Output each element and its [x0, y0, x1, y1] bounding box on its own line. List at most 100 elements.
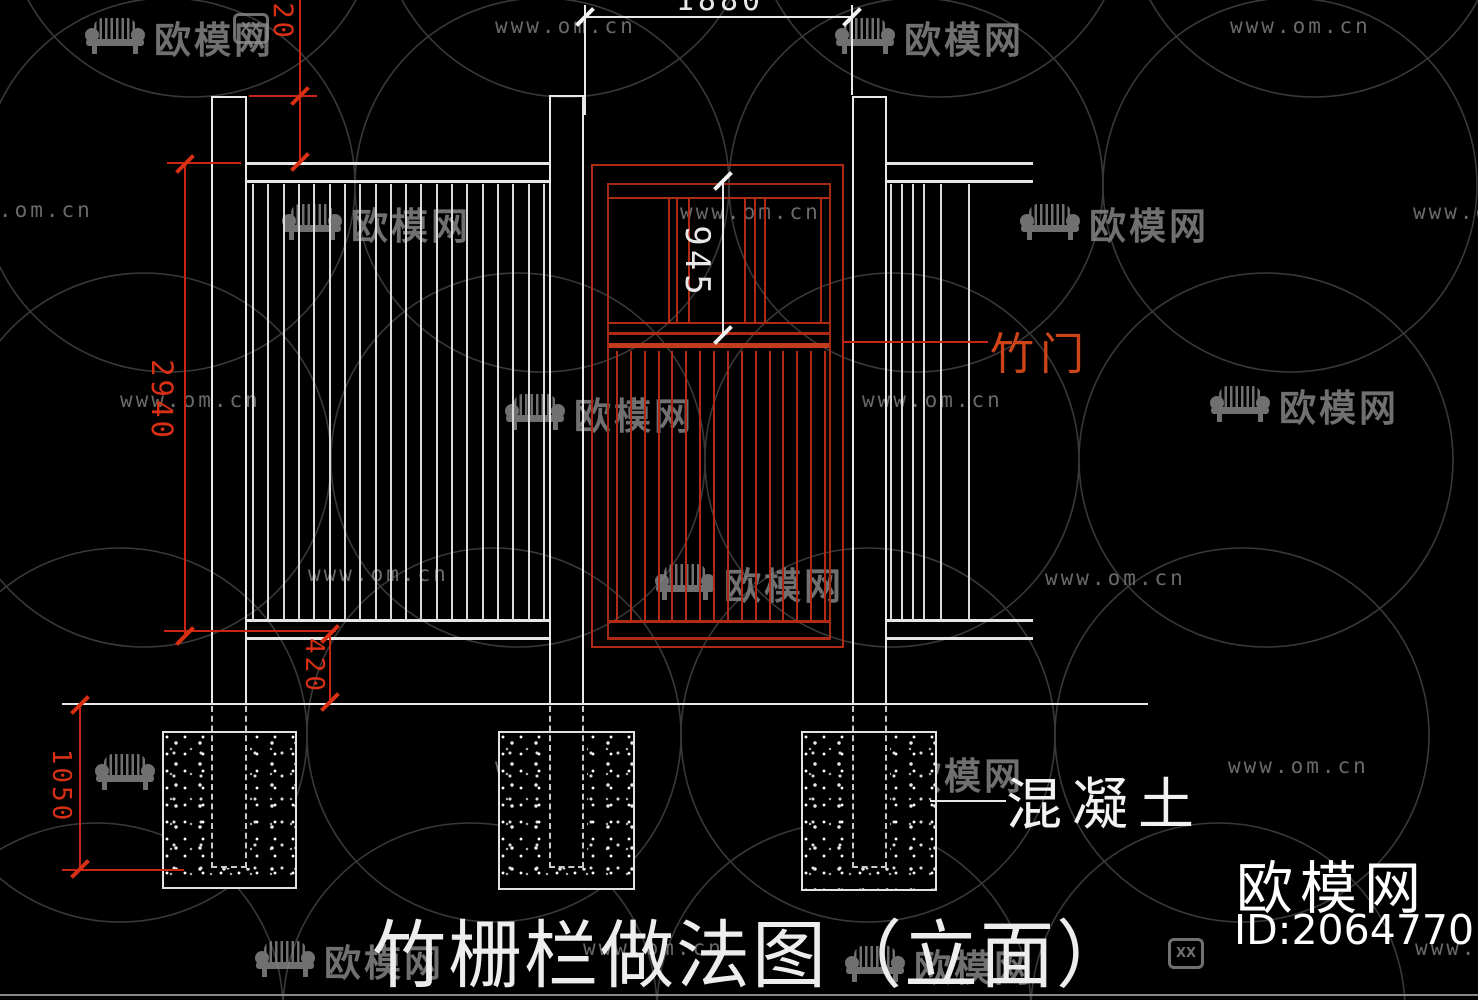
gate-bar — [629, 351, 632, 620]
post-channel — [849, 733, 890, 868]
dim-label-1050: 1050 — [46, 748, 76, 824]
watermark-logo: 欧模网 — [1020, 196, 1209, 250]
watermark-url: www.om.cn — [1228, 754, 1369, 778]
gate-leader-line — [844, 341, 988, 343]
right-panel-top-rail — [887, 162, 1033, 183]
gate-mid-rail-2 — [609, 332, 829, 335]
gate-bar — [744, 198, 746, 322]
image-bottom-edge — [0, 994, 1478, 996]
watermark-circle — [775, 0, 1105, 98]
buried-post-left — [211, 706, 247, 868]
watermark-url: www.om.cn — [680, 200, 821, 224]
gate-bar — [643, 351, 646, 620]
fence-picket — [497, 184, 500, 620]
watermark-tail-icon: XX — [233, 13, 269, 44]
fence-picket — [252, 184, 254, 620]
sofa-icon — [85, 18, 145, 56]
watermark-circle — [1054, 547, 1430, 923]
ground-line — [62, 703, 1148, 705]
post-channel — [546, 733, 587, 868]
watermark-url: www.om.cn — [1045, 566, 1186, 590]
gate-outer-frame — [591, 164, 844, 648]
watermark-logo-text: 欧模网 — [1279, 388, 1399, 429]
fence-picket — [420, 184, 423, 620]
gate-bar — [768, 351, 771, 620]
gate-bar — [616, 351, 618, 620]
right-panel-bottom-rail — [887, 619, 1033, 640]
gate-mid-rail-1 — [609, 322, 829, 324]
gate-bar — [713, 351, 716, 620]
watermark-url: www.om.cn — [1413, 200, 1478, 224]
watermark-url: www.om.cn — [1230, 14, 1371, 38]
fence-picket — [282, 184, 285, 620]
watermark-circle — [0, 822, 284, 1000]
watermark-url: www.om.cn — [1415, 936, 1478, 960]
gate-bar — [668, 198, 670, 322]
drawing-title: 竹栅栏做法图（立面） — [372, 916, 1132, 998]
watermark-circle — [1149, 0, 1478, 98]
watermark-circle — [401, 0, 731, 98]
gate-bottom-rail-1 — [609, 620, 829, 623]
watermark-circle — [1078, 272, 1454, 648]
fence-picket — [359, 184, 362, 620]
gate-bar — [726, 351, 729, 620]
gate-bar — [754, 198, 756, 322]
watermark-circle — [1102, 0, 1478, 373]
fence-picket — [466, 184, 469, 620]
fence-picket — [389, 184, 392, 620]
gate-bar — [671, 351, 674, 620]
gate-bar — [740, 351, 743, 620]
gate-bar — [782, 351, 785, 620]
watermark-logo-text: 欧模网 — [154, 20, 274, 61]
watermark-circle — [282, 822, 658, 1000]
sofa-icon — [845, 946, 905, 984]
left-panel-bottom-rail — [246, 619, 550, 640]
fence-picket — [435, 184, 438, 620]
fence-picket — [267, 184, 270, 620]
watermark-logo-text: 欧模网 — [351, 206, 471, 247]
fence-picket — [901, 184, 903, 620]
watermark-logo: 欧模网 — [845, 938, 1034, 992]
watermark-logo-text: 欧模网 — [904, 20, 1024, 61]
fence-picket — [481, 184, 484, 620]
dim-label-1880: 1880 — [675, 0, 765, 18]
watermark-logo-text: 欧模网 — [324, 943, 444, 984]
watermark-url: www.om.cn — [0, 198, 93, 222]
watermark-circle — [27, 0, 357, 98]
watermark-logo: 欧模网 — [282, 196, 471, 250]
watermark-url: www.om.cn — [495, 14, 636, 38]
gate-bar — [688, 198, 690, 322]
gate-bar — [676, 198, 678, 322]
concrete-label: 混凝土 — [1006, 775, 1204, 837]
fence-picket — [968, 184, 970, 620]
watermark-logo-text: 欧模网 — [914, 948, 1034, 989]
dim-label-420-bottom: 420 — [299, 638, 329, 694]
gate-label: 竹门 — [990, 330, 1090, 379]
gate-bar — [820, 198, 822, 322]
dim-label-945: 945 — [677, 225, 717, 299]
watermark-url: www.om.cn — [862, 388, 1003, 412]
gate-bar — [754, 351, 757, 620]
watermark-logo: 欧模网 — [85, 10, 274, 64]
sofa-icon — [282, 204, 342, 242]
dim-label-2940: 2940 — [145, 359, 179, 441]
gate-bar — [796, 351, 799, 620]
buried-post-right — [852, 706, 887, 868]
gate-bar — [657, 351, 660, 620]
watermark-url: www.om.cn — [583, 936, 724, 960]
watermark-tail-icon: XX — [1168, 938, 1204, 969]
gate-bar — [810, 351, 813, 620]
gate-bar — [685, 351, 688, 620]
fence-picket — [890, 184, 892, 620]
watermark-logo: 欧模网 — [255, 933, 444, 987]
fence-picket — [912, 184, 914, 620]
fence-picket — [297, 184, 300, 620]
fence-picket — [543, 184, 545, 620]
fence-picket — [374, 184, 377, 620]
fence-picket — [313, 184, 316, 620]
concrete-leader-line — [930, 800, 1006, 802]
fence-picket — [923, 184, 925, 620]
fence-picket — [328, 184, 331, 620]
site-id: ID:2064770 — [1234, 906, 1475, 954]
